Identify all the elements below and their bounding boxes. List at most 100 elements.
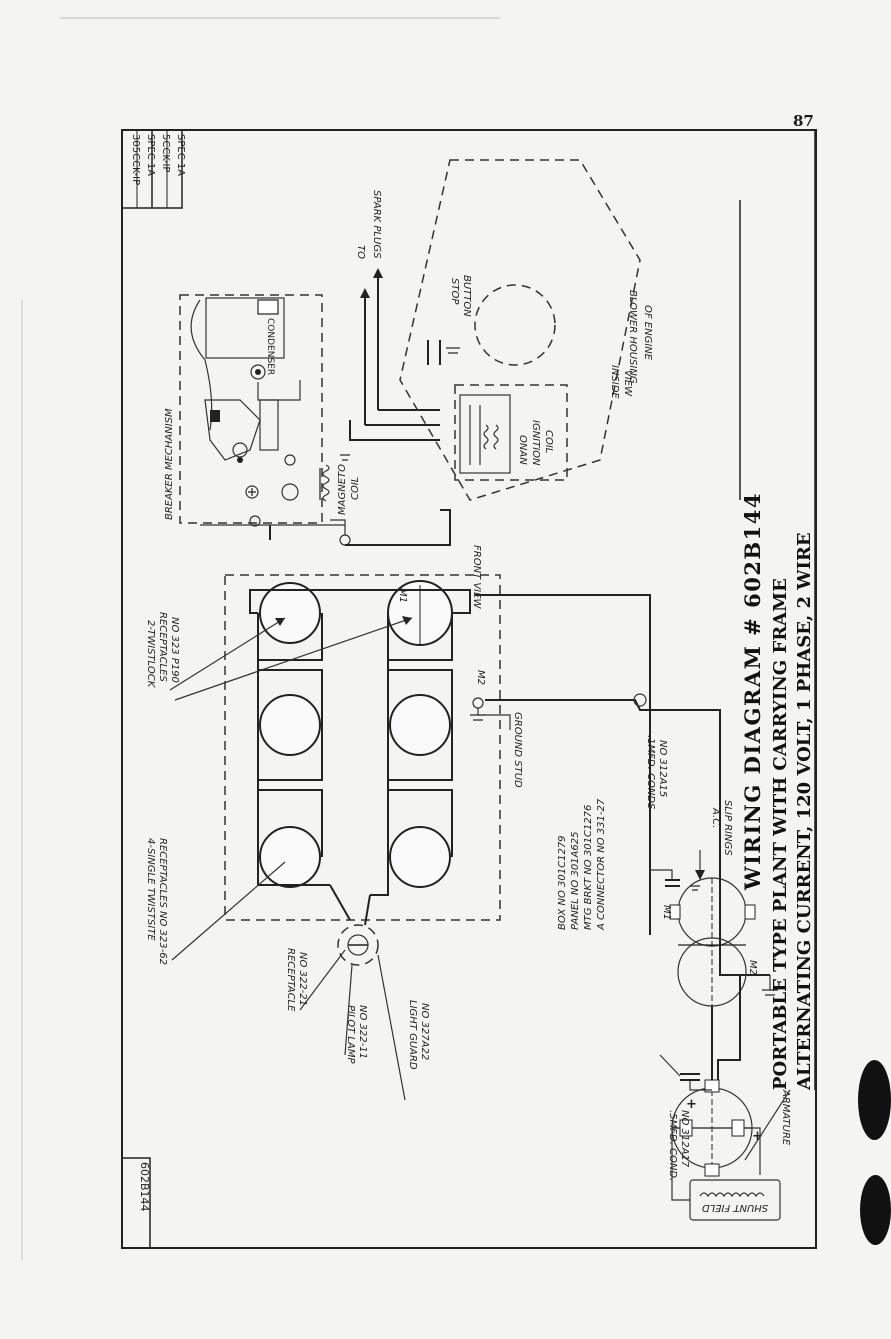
blower-housing-2: OF ENGINE [642,305,653,361]
stop-label: STOP [449,278,460,305]
spec-code-2: SPEC 1A [145,134,156,176]
light-guard-outline [337,924,379,966]
magneto-coil-winding [322,464,330,502]
slip-rings-label: SLIP RINGS [722,800,733,856]
twistsite-callout: 4-SINGLE TWISTSITE RECEPTACLES NO 323-62 [145,838,286,965]
ignition-coil-outline [454,384,568,481]
shunt-field-box [689,1179,781,1221]
diagram-border [121,129,817,1249]
ignition-label-2: IGNITION [530,420,541,466]
breaker-spring [190,299,213,431]
condenser-screw [250,364,266,380]
ac-label: A.C. [710,807,721,828]
condenser-label: CONDENSER [265,318,275,375]
twistsite-receptacle-2 [259,694,321,756]
breaker-arm [204,399,261,461]
twistsite-label-1: 4-SINGLE TWISTSITE [145,838,156,941]
box-outline [224,574,501,921]
wire-m1-to-slip-ring [475,594,651,935]
blower-housing-outline [399,159,641,501]
imfd-label-1: .1MFD. CONDS [645,735,656,810]
armature-label: ARMATURE [780,1089,791,1146]
magneto-label-1: MAGNETO [337,464,348,515]
box-label-3: MTG BRKT NO 301C1276 [583,805,594,930]
box-parts-labels: BOX NO 301C1279 PANEL NO 301A625 MTG BRK… [557,798,607,931]
breaker-cam [281,483,299,501]
spark-plugs-label: SPARK PLUGS [371,190,382,259]
flywheel-circle [474,284,556,366]
spec-code-1: 305CCK-IP [130,134,141,185]
smfd-condenser: .5MFD. COND. NO 312A17 [659,1054,712,1181]
wire-breaker-to-coil [349,420,440,441]
spec-code-box: 305CCK-IP SPEC 1A 5CCK-IP SPEC 1A [121,129,186,209]
twistlock-label-1: 2-TWISTLOCK [145,620,156,689]
condenser-terminal [257,299,279,315]
twistsite-receptacle-1 [259,826,321,888]
breaker-plate [259,399,279,451]
plus-sign-1: + [752,1129,763,1144]
breaker-mechanism-label: BREAKER MECHANISM [164,408,175,520]
receptacle-label-2: NO 322-21 [297,952,308,1006]
front-view-label: FRONT VIEW [471,545,482,609]
drawing-number: 602B144 [138,1162,151,1212]
ignition-coil: ONAN IGNITION COIL [454,384,568,481]
m1-label: M1 [397,588,408,603]
slip-rings: M1 M2 [661,877,778,1007]
light-guard-label-1: LIGHT GUARD [407,1000,418,1070]
shunt-field-label: SHUNT FIELD [702,1202,769,1213]
ink-blot-1 [858,1060,891,1140]
receptacle-label-1: RECEPTACLE [285,948,296,1012]
drawing-number-box: 602B144 [121,1157,151,1249]
twistsite-receptacle-4 [389,694,451,756]
pilot-lamp-label-2: NO 322-11 [357,1005,368,1059]
twistlock-callout: 2-TWISTLOCK RECEPTACLES NO 323 P190 [145,612,413,701]
breaker-mechanism-outline [179,294,323,524]
box-label-1: BOX NO 301C1279 [557,835,568,930]
button-label: BUTTON [461,275,472,317]
wire-magneto-return [345,509,451,546]
box-label-2: PANEL NO 301A625 [570,832,581,930]
title-line-1: PORTABLE TYPE PLANT WITH CARRYING FRAME [770,578,791,1090]
ignition-label-3: COIL [543,430,554,453]
inside-view-2: VIEW [622,370,633,397]
inside-view-1: INSIDE [609,365,620,399]
ignition-label-1: ONAN [517,435,528,465]
box-label-4: A CONNECTOR NO 331-27 [596,798,607,931]
twistlock-label-2: RECEPTACLES [157,612,168,683]
blower-housing-1: BLOWER HOUSING [627,290,638,384]
page-number: 87 [793,112,814,130]
title-main: WIRING DIAGRAM # 602B144 [740,492,765,891]
magneto-coil: MAGNETO COIL [319,454,361,515]
spec-code-3: 5CCK-IP [160,134,171,172]
breaker-mechanism: BREAKER MECHANISM CONDENSER [164,294,323,524]
twistlock-label-3: NO 323 P190 [169,617,180,683]
m2-lower-label: M2 [747,960,758,975]
ground-stud [472,697,484,709]
pilot-lamp-label-1: PILOT LAMP [345,1005,356,1064]
imfd-label-2: NO 312A15 [657,740,668,797]
twistsite-label-2: RECEPTACLES NO 323-62 [157,838,168,965]
receptacle-panel: M1 M2 FRONT VIEW GROUND STUD [224,545,523,921]
blower-housing: INSIDE VIEW BLOWER HOUSING OF ENGINE [399,159,653,501]
wire-m2-to-slip-ring [485,699,770,976]
ground-stud-label: GROUND STUD [512,712,523,788]
spec-code-4: SPEC 1A [175,134,186,176]
stop-button: STOP BUTTON [427,275,472,365]
ink-blot-2 [860,1175,891,1245]
breaker-point [210,410,220,422]
condenser-body [205,297,285,359]
title-block: WIRING DIAGRAM # 602B144 PORTABLE TYPE P… [739,130,816,1091]
shunt-field: SHUNT FIELD [671,1127,781,1221]
to-label: TO [355,245,366,259]
twistlock-receptacle-1 [259,582,321,644]
spark-plug-leads: TO SPARK PLUGS [355,190,440,426]
plus-sign-2: + [686,1097,697,1112]
title-line-2: ALTERNATING CURRENT, 120 VOLT, 1 PHASE, … [794,532,815,1091]
pilot-lamp-cluster: RECEPTACLE NO 322-21 PILOT LAMP NO 322-1… [285,884,430,1101]
twistsite-receptacle-3 [389,826,451,888]
imfd-condensers: .1MFD. CONDS NO 312A15 A.C. SLIP RINGS [645,735,733,891]
m2-label: M2 [475,670,486,685]
light-guard-label-2: NO 327A22 [419,1003,430,1060]
